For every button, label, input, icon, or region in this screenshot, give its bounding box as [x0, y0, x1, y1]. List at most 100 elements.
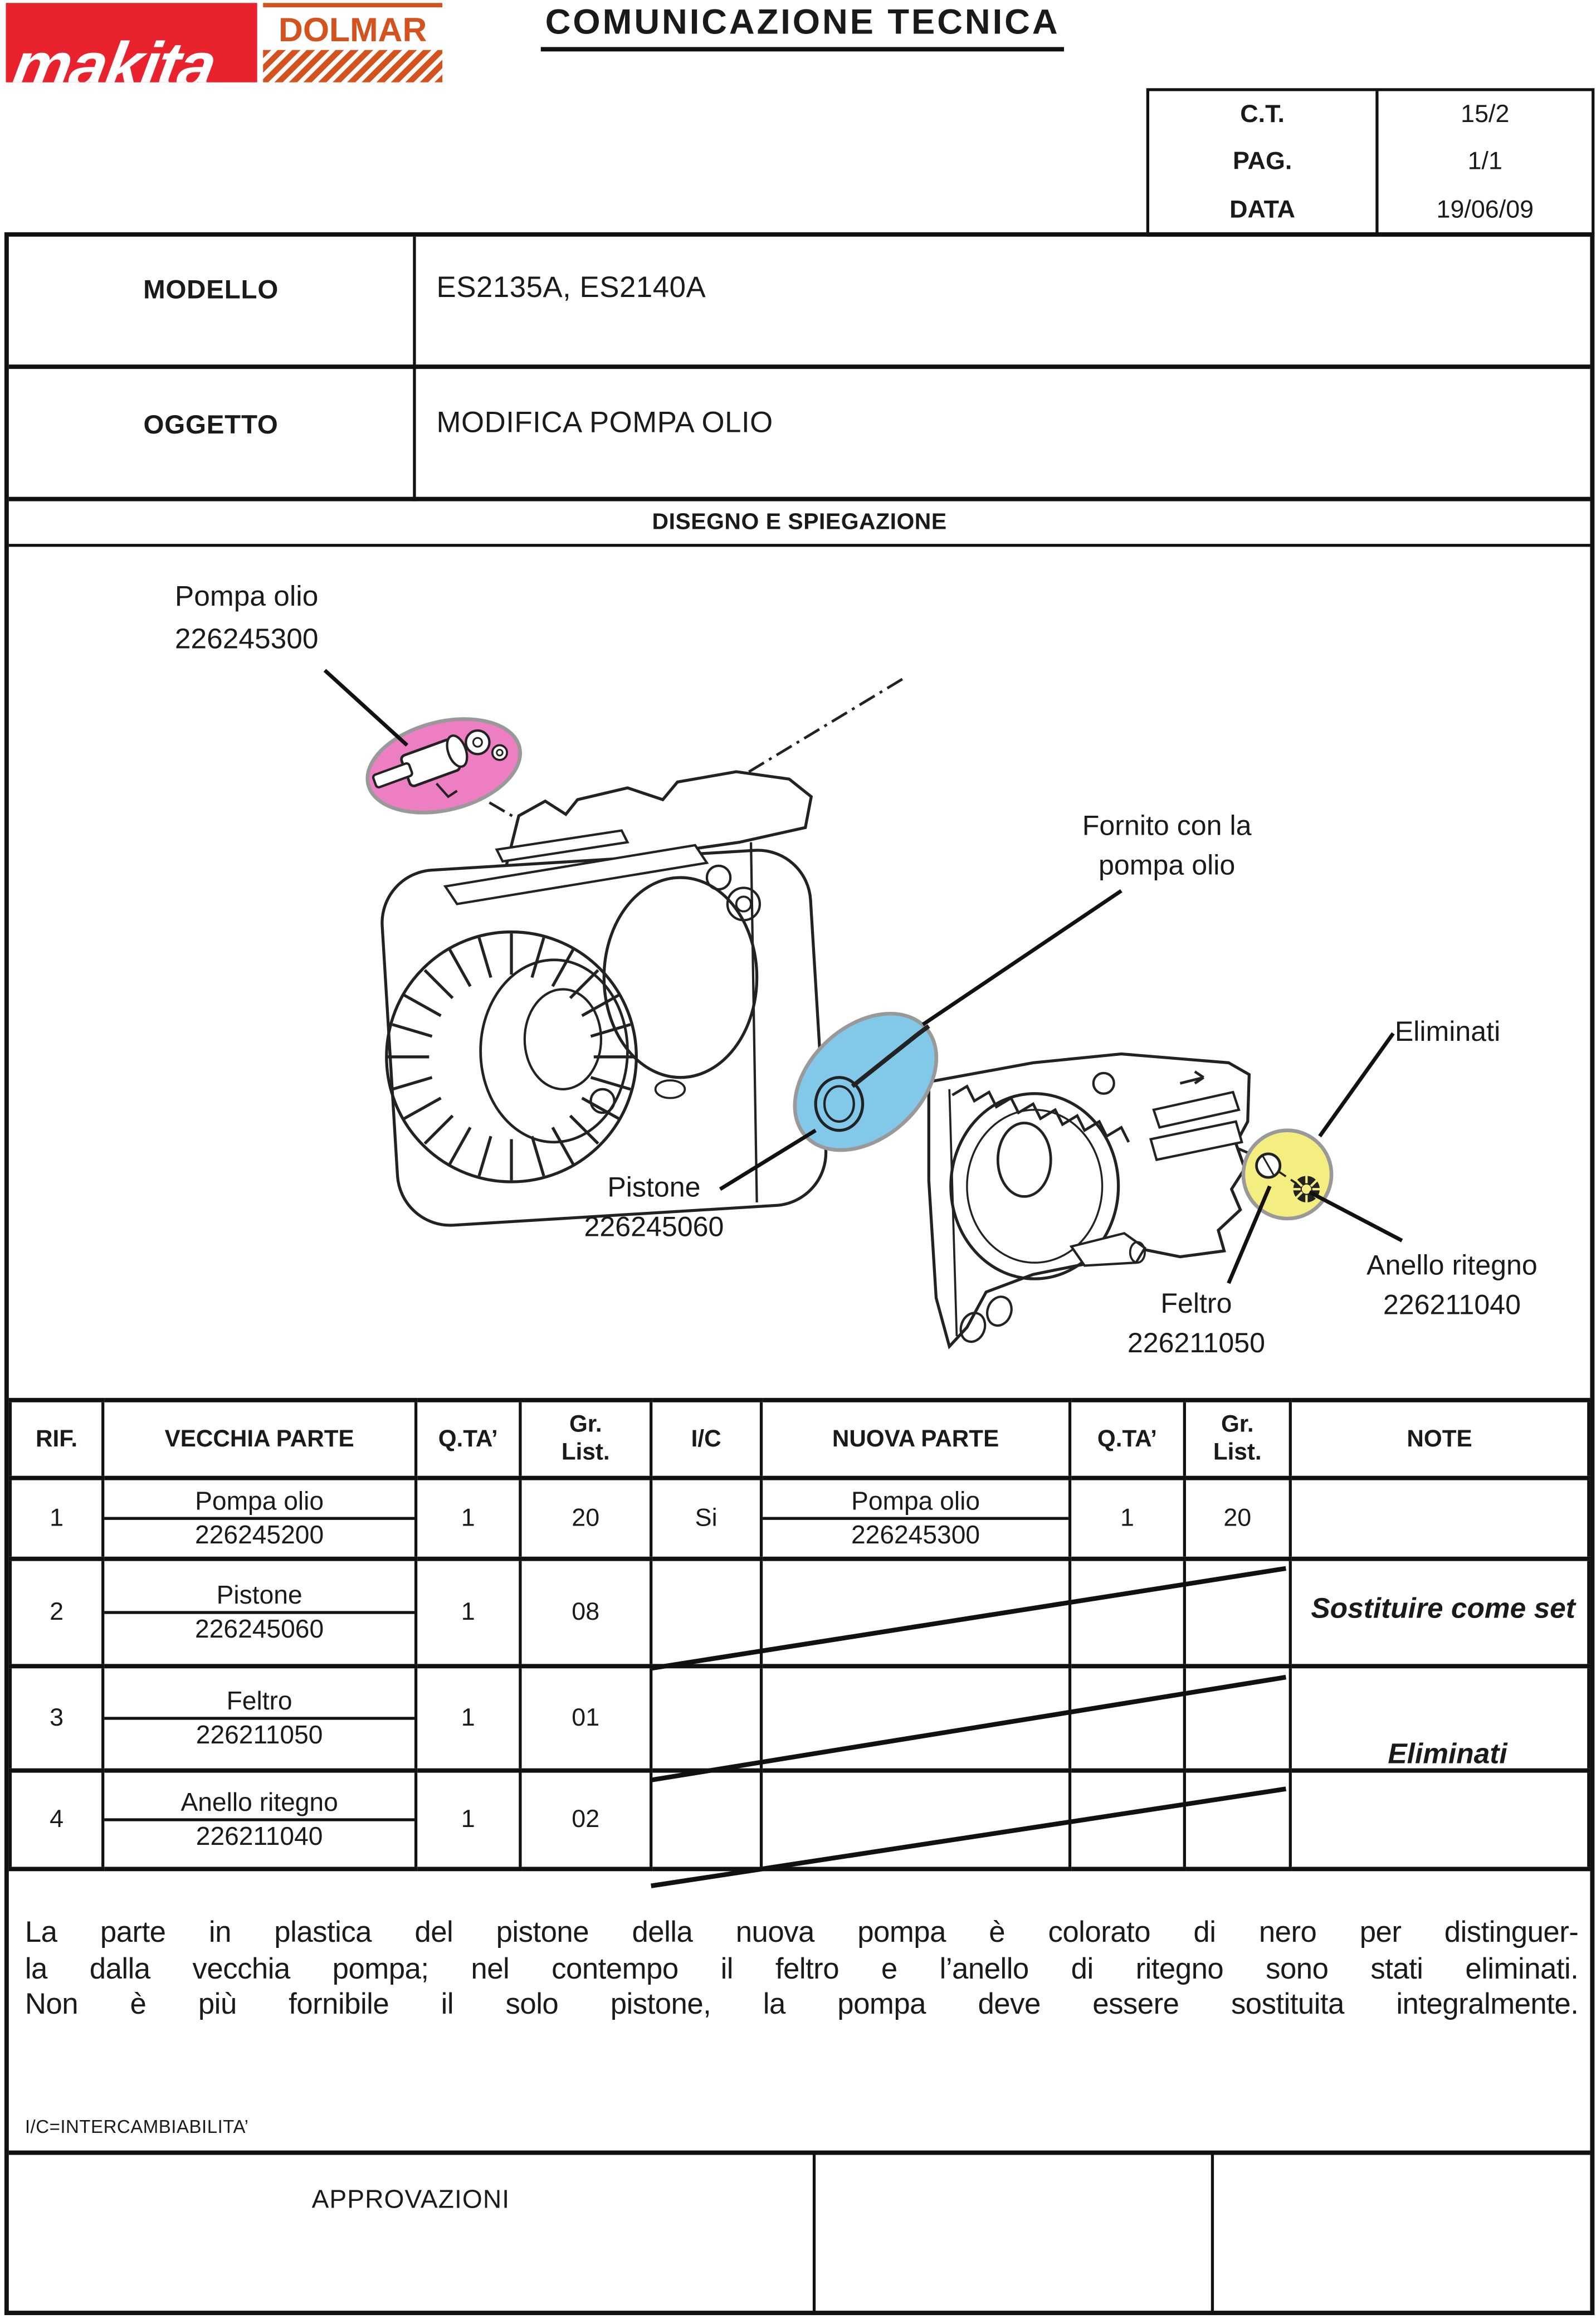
info-value-data: 19/06/09: [1436, 195, 1534, 223]
label-felt-name: Feltro: [1160, 1289, 1232, 1321]
col-rif: RIF.: [8, 1397, 105, 1480]
approvals-signature-cell: [1214, 2155, 1590, 2315]
label-felt: Feltro 226211050: [1128, 1285, 1265, 1364]
cell-old-name: Pistone: [104, 1580, 414, 1614]
note-replace-as-set: Sostituire come set: [1311, 1592, 1575, 1625]
label-eliminated: Eliminati: [1394, 1017, 1501, 1048]
piston-highlight: [793, 1011, 939, 1152]
info-label-pag: PAG.: [1232, 148, 1292, 176]
divider: [8, 544, 1590, 547]
table-row: 3 Feltro 226211050 1 01: [8, 1664, 1590, 1773]
info-box-values: 15/2 1/1 19/06/09: [1379, 91, 1592, 234]
paragraph-line: la dalla vecchia pompa; nel contempo il …: [25, 1952, 1579, 1985]
cell-new-name: Pompa olio: [763, 1486, 1068, 1520]
cell-new-code: 226245300: [851, 1519, 980, 1550]
cell-gr2: [1183, 1664, 1292, 1773]
cover-drawing: [927, 1052, 1251, 1349]
exploded-view-drawing: [323, 669, 1403, 1349]
cell-qty2: [1068, 1768, 1186, 1872]
col-note: NOTE: [1288, 1397, 1590, 1480]
col-ic: I/C: [650, 1397, 763, 1480]
subject-value: MODIFICA POMPA OLIO: [436, 407, 773, 440]
paragraph-line: Non è più fornibile il solo pistone, la …: [25, 1989, 1579, 2021]
model-label: MODELLO: [143, 275, 279, 305]
cell-old-code: 226211040: [196, 1821, 323, 1851]
table-row: 1 Pompa olio 226245200 1 20 Si Pompa oli…: [8, 1475, 1590, 1561]
cell-rif: 3: [8, 1664, 105, 1773]
cell-gr2: [1183, 1768, 1292, 1872]
parts-table: RIF. VECCHIA PARTE Q.TA’ Gr. List. I/C N…: [8, 1397, 1590, 1872]
divider: [8, 364, 1590, 369]
cell-new-part: [759, 1768, 1072, 1872]
note-eliminated: Eliminati: [1388, 1738, 1507, 1771]
col-qty2: Q.TA’: [1068, 1397, 1186, 1480]
cell-qty: 1: [414, 1664, 522, 1773]
cell-gr: 20: [519, 1475, 653, 1561]
model-value: ES2135A, ES2140A: [436, 272, 706, 305]
info-box-labels: C.T. PAG. DATA: [1149, 91, 1379, 234]
label-piston-name: Pistone: [607, 1173, 701, 1204]
approvals-signature-cell: [816, 2155, 1214, 2316]
sheet: MODELLO ES2135A, ES2140A OGGETTO MODIFIC…: [4, 232, 1595, 2316]
paragraph-line: La parte in plastica del pistone della n…: [25, 1917, 1579, 1950]
cell-old-name: Feltro: [104, 1686, 414, 1720]
col-new-part: NUOVA PARTE: [759, 1397, 1072, 1480]
cell-gr: 02: [519, 1768, 653, 1872]
label-supplied-line2: pompa olio: [1099, 851, 1236, 882]
cell-rif: 2: [8, 1556, 105, 1669]
cell-gr: 01: [519, 1664, 653, 1773]
cell-ic: [650, 1664, 763, 1773]
retaining-ring: [1293, 1176, 1320, 1202]
label-oil-pump: Pompa olio 226245300: [175, 576, 319, 660]
cell-ic: Si: [650, 1475, 763, 1561]
cell-note: [1288, 1768, 1590, 1872]
subject-label: OGGETTO: [143, 410, 279, 440]
label-oil-pump-code: 226245300: [174, 622, 319, 655]
dolmar-logo-bar: [263, 3, 443, 8]
dolmar-logo-hatch: [263, 50, 443, 82]
cell-old-name: Pompa olio: [104, 1486, 414, 1520]
label-oil-pump-name: Pompa olio: [174, 581, 319, 613]
table-row: 4 Anello ritegno 226211040 1 02: [8, 1768, 1590, 1872]
approvals-row: APPROVAZIONI: [8, 2150, 1590, 2316]
cell-note: [1288, 1664, 1590, 1773]
parts-table-header: RIF. VECCHIA PARTE Q.TA’ Gr. List. I/C N…: [8, 1397, 1590, 1480]
label-supplied-with-pump: Fornito con la pompa olio: [1082, 807, 1252, 886]
cell-ic: [650, 1556, 763, 1669]
cell-qty2: 1: [1068, 1475, 1186, 1561]
cell-old-code: 226211050: [196, 1719, 323, 1750]
cell-qty2: [1068, 1556, 1186, 1669]
cell-old-name: Anello ritegno: [104, 1787, 414, 1821]
info-value-pag: 1/1: [1467, 148, 1502, 176]
crankcase-drawing: [380, 770, 828, 1227]
label-piston: Pistone 226245060: [584, 1168, 724, 1248]
label-supplied-line1: Fornito con la: [1082, 811, 1252, 842]
col-grlist: Gr. List.: [519, 1397, 653, 1480]
cell-rif: 4: [8, 1768, 105, 1872]
dolmar-logo-icon: DOLMAR: [263, 3, 443, 82]
info-value-ct: 15/2: [1461, 100, 1510, 128]
label-felt-code: 226211050: [1127, 1328, 1266, 1360]
cell-qty2: [1068, 1664, 1186, 1773]
leader-lines: [323, 669, 1403, 1284]
label-retaining-ring: Anello ritegno 226211040: [1366, 1246, 1538, 1326]
ic-legend: I/C=INTERCAMBIABILITA’: [25, 2116, 249, 2137]
cell-rif: 1: [8, 1475, 105, 1561]
info-label-data: DATA: [1229, 195, 1296, 223]
approvals-label-cell: APPROVAZIONI: [9, 2155, 816, 2316]
cell-new-part: [759, 1664, 1072, 1773]
makita-logo-text: makita: [7, 28, 221, 82]
info-box: C.T. PAG. DATA 15/2 1/1 19/06/09: [1146, 88, 1595, 237]
divider: [8, 496, 1590, 501]
dolmar-logo-text: DOLMAR: [279, 10, 427, 49]
col-old-part: VECCHIA PARTE: [101, 1397, 418, 1480]
cell-gr2: [1183, 1556, 1292, 1669]
cell-note: [1288, 1556, 1590, 1669]
section-title: DISEGNO E SPIEGAZIONE: [652, 509, 947, 534]
page-title: COMUNICAZIONE TECNICA: [540, 3, 1065, 52]
cell-old-code: 226245200: [195, 1519, 324, 1550]
col-qty: Q.TA’: [414, 1397, 522, 1480]
divider: [413, 236, 416, 501]
